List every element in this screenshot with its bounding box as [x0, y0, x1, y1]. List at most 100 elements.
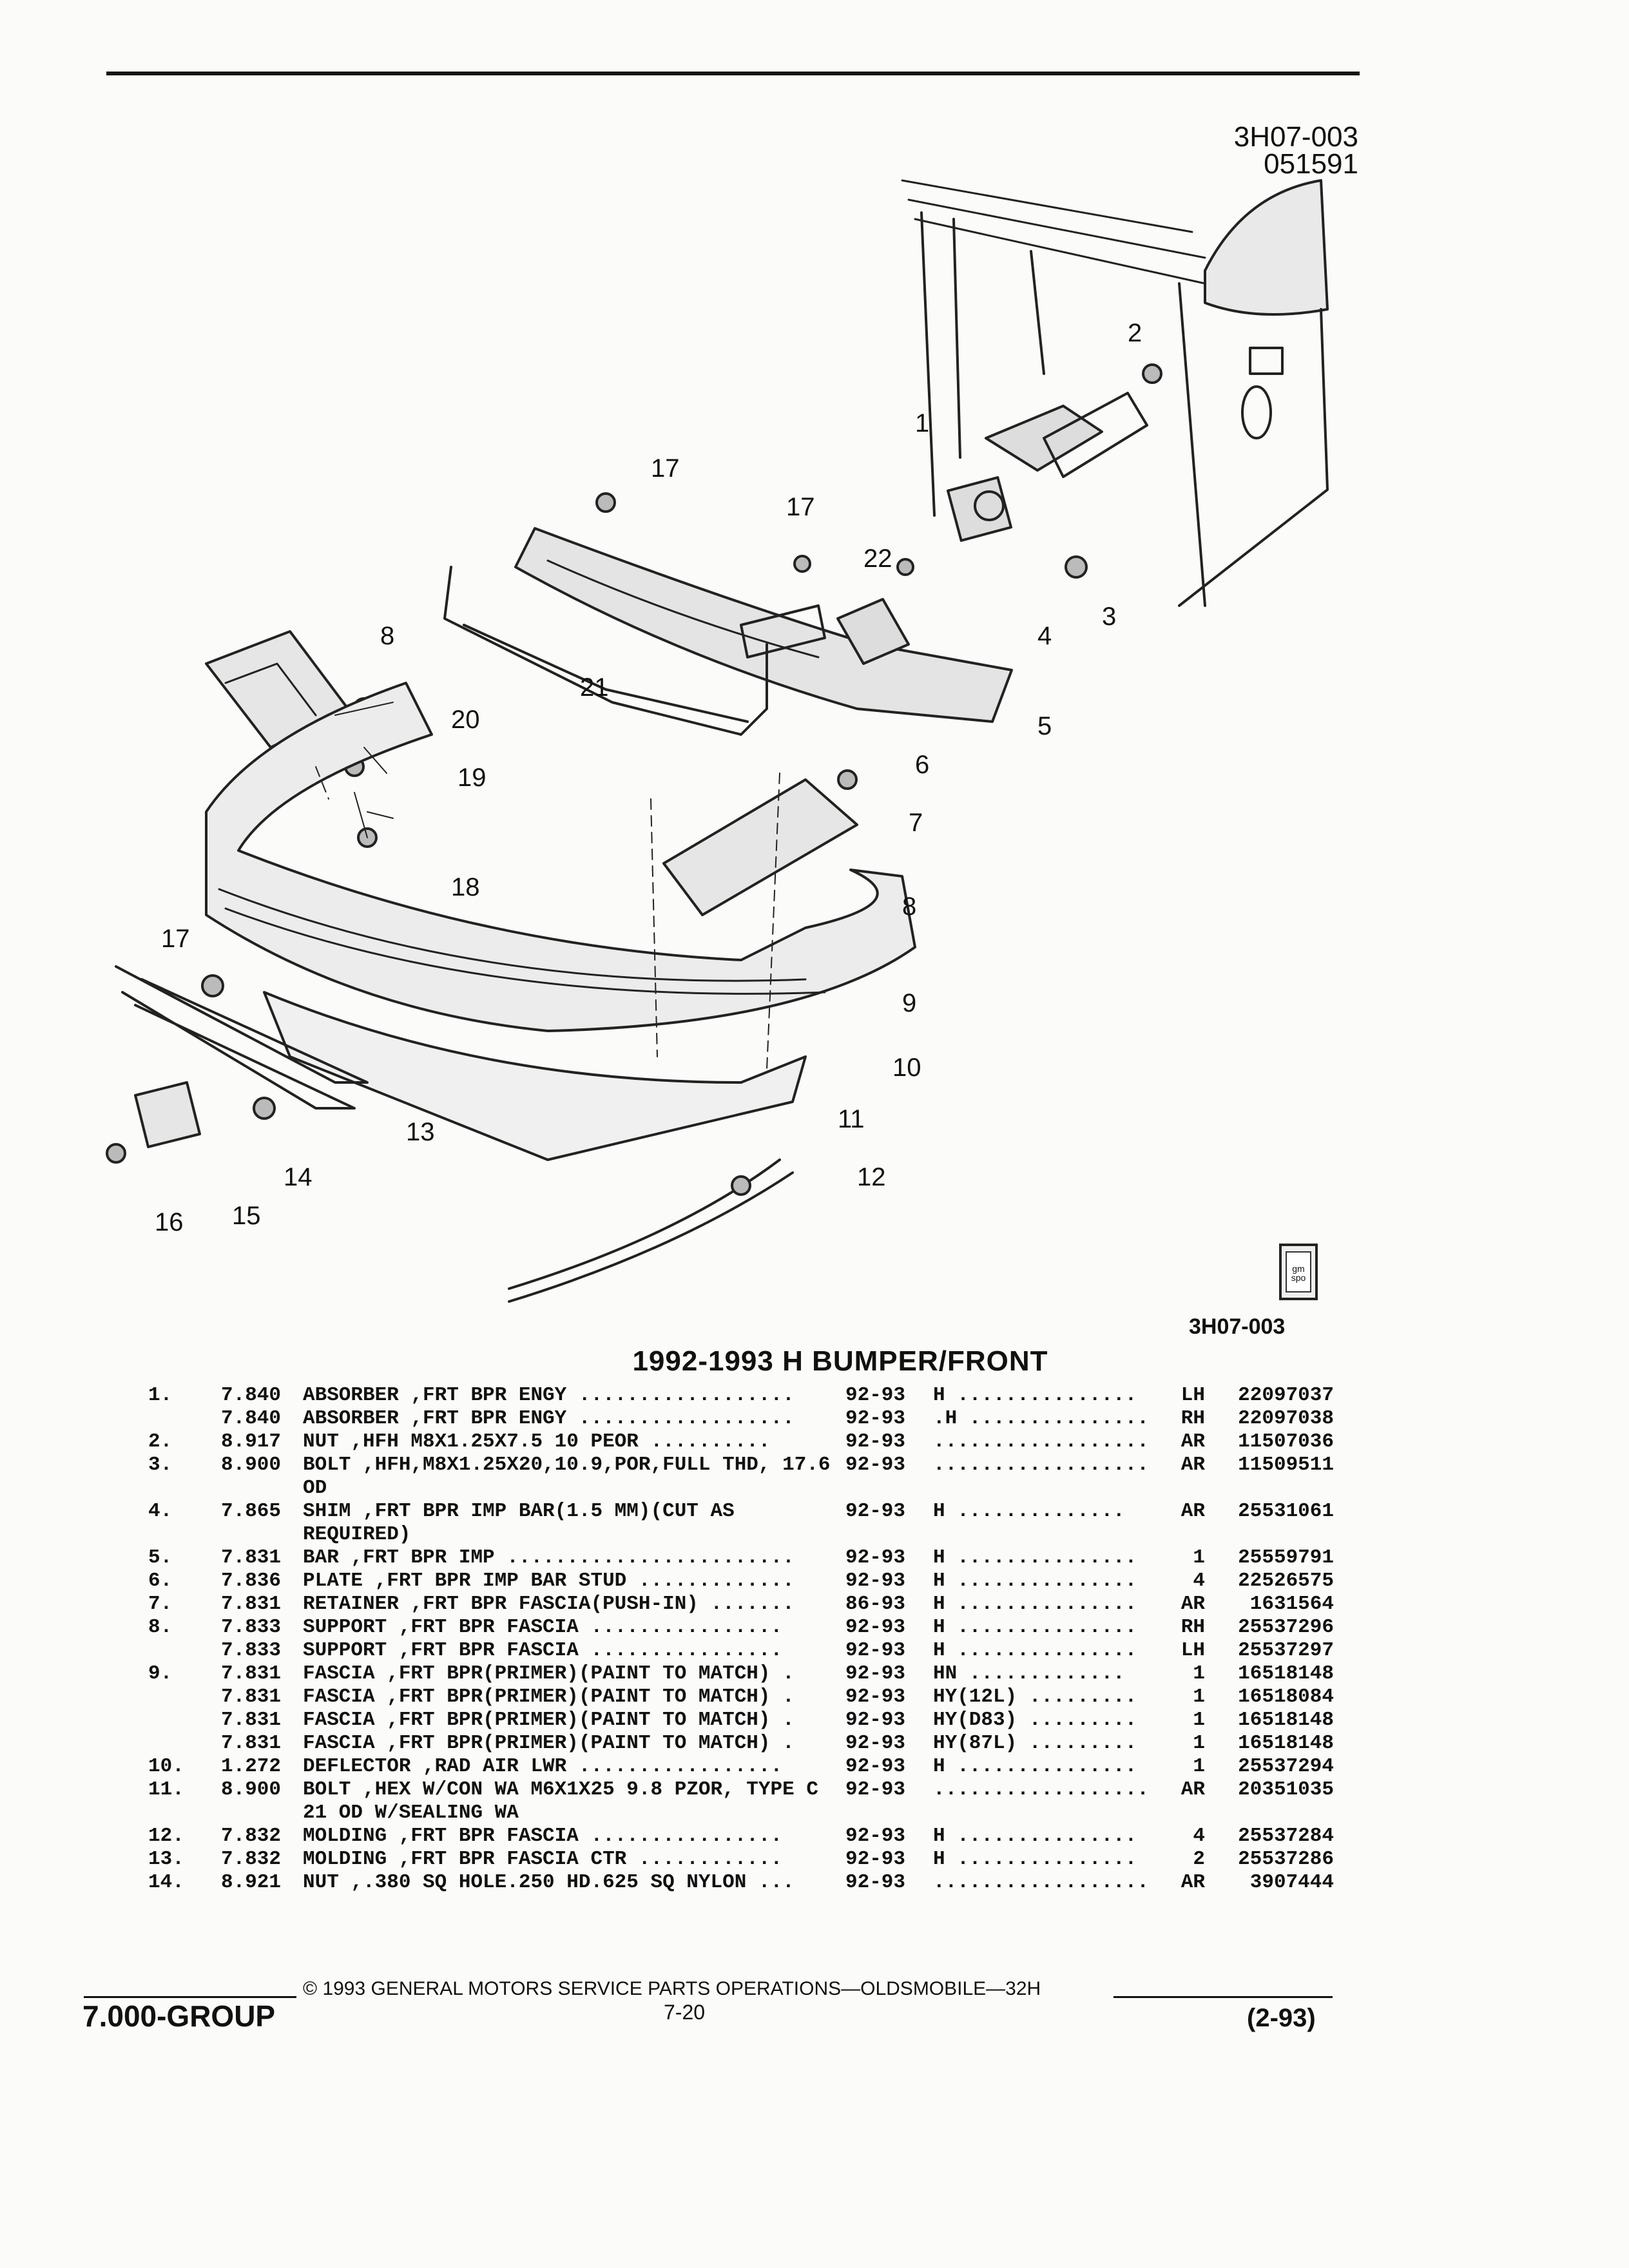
series-option: .H ...............	[933, 1407, 1149, 1430]
copyright: © 1993 GENERAL MOTORS SERVICE PARTS OPER…	[303, 1978, 1041, 1999]
group-number: 7.831	[221, 1709, 282, 1731]
part-number: 1631564	[1249, 1593, 1334, 1615]
quantity: AR	[1181, 1500, 1205, 1523]
figure-code: 3H07-003	[1233, 121, 1358, 153]
series-option: HY(12L) .........	[933, 1686, 1137, 1708]
part-number: 25537297	[1238, 1639, 1334, 1662]
quantity: AR	[1181, 1593, 1205, 1615]
series-option: ..................	[933, 1778, 1149, 1801]
series-option: HY(D83) .........	[933, 1709, 1137, 1731]
quantity: AR	[1181, 1778, 1205, 1801]
callout-11: 11	[838, 1105, 865, 1133]
item-number: 9.	[148, 1662, 173, 1685]
quantity: LH	[1181, 1384, 1205, 1407]
group-number: 8.917	[221, 1430, 282, 1453]
model-years: 92-93	[845, 1686, 906, 1708]
callout-16: 16	[155, 1208, 184, 1236]
item-number: 10.	[148, 1755, 184, 1778]
group-number: 7.832	[221, 1848, 282, 1870]
part-description: RETAINER ,FRT BPR FASCIA(PUSH-IN) ......…	[303, 1593, 795, 1615]
part-number: 16518148	[1238, 1709, 1334, 1731]
group-number: 7.831	[221, 1593, 282, 1615]
quantity: 1	[1193, 1732, 1205, 1754]
top-rule	[106, 72, 1360, 75]
quantity: RH	[1181, 1616, 1205, 1639]
series-option: H ...............	[933, 1755, 1137, 1778]
group-number: 7.831	[221, 1546, 282, 1569]
callout-1: 1	[915, 409, 929, 437]
callout-20: 20	[451, 706, 480, 734]
part-description: FASCIA ,FRT BPR(PRIMER)(PAINT TO MATCH) …	[303, 1709, 795, 1731]
model-years: 92-93	[845, 1407, 906, 1430]
group-number: 7.836	[221, 1570, 282, 1592]
revision-code: (2-93)	[1247, 2004, 1316, 2032]
item-number: 2.	[148, 1430, 173, 1453]
part-description: SUPPORT ,FRT BPR FASCIA ................	[303, 1616, 783, 1639]
callout-17-a: 17	[651, 454, 680, 483]
series-option: ..................	[933, 1871, 1149, 1894]
part-number: 16518084	[1238, 1686, 1334, 1708]
part-description: BOLT ,HFH,M8X1.25X20,10.9,POR,FULL THD, …	[303, 1454, 831, 1499]
callout-18: 18	[451, 873, 480, 901]
callout-8-right: 8	[902, 892, 916, 921]
series-option: H ...............	[933, 1570, 1137, 1592]
model-years: 92-93	[845, 1662, 906, 1685]
part-description: NUT ,HFH M8X1.25X7.5 10 PEOR ..........	[303, 1430, 771, 1453]
item-number: 7.	[148, 1593, 173, 1615]
series-option: H ...............	[933, 1593, 1137, 1615]
series-option: H ...............	[933, 1825, 1137, 1847]
gm-spo-logo: gm spo	[1279, 1244, 1318, 1300]
part-description: ABSORBER ,FRT BPR ENGY .................…	[303, 1407, 795, 1430]
part-description: ABSORBER ,FRT BPR ENGY .................…	[303, 1384, 795, 1407]
group-number: 7.833	[221, 1616, 282, 1639]
quantity: 1	[1193, 1709, 1205, 1731]
model-years: 92-93	[845, 1384, 906, 1407]
group-number: 7.832	[221, 1825, 282, 1847]
callout-19: 19	[458, 764, 487, 792]
figure-code-bottom: 3H07-003	[1189, 1314, 1286, 1339]
group-number: 7.840	[221, 1407, 282, 1430]
model-years: 92-93	[845, 1848, 906, 1870]
exploded-parts-diagram: 1 2 3 4 5 6 7 8 8 9 10 11 12 13 14 15 16…	[106, 179, 1329, 1303]
quantity: AR	[1181, 1454, 1205, 1476]
callout-15: 15	[232, 1202, 261, 1230]
part-number: 20351035	[1238, 1778, 1334, 1801]
series-option: H ...............	[933, 1384, 1137, 1407]
model-years: 92-93	[845, 1570, 906, 1592]
quantity: 2	[1193, 1848, 1205, 1870]
footer-rule-left	[84, 1996, 296, 1998]
callout-3: 3	[1102, 602, 1116, 631]
item-number: 13.	[148, 1848, 184, 1870]
callout-8-left: 8	[380, 622, 394, 650]
callout-22: 22	[863, 544, 892, 573]
callout-17-c: 17	[161, 925, 190, 953]
callout-4: 4	[1037, 622, 1052, 650]
callout-10: 10	[892, 1053, 921, 1082]
callout-14: 14	[284, 1163, 313, 1191]
part-description: NUT ,.380 SQ HOLE.250 HD.625 SQ NYLON ..…	[303, 1871, 795, 1894]
series-option: H ...............	[933, 1848, 1137, 1870]
model-years: 92-93	[845, 1639, 906, 1662]
quantity: AR	[1181, 1871, 1205, 1894]
part-number: 16518148	[1238, 1662, 1334, 1685]
group-number: 7.833	[221, 1639, 282, 1662]
quantity: LH	[1181, 1639, 1205, 1662]
part-description: DEFLECTOR ,RAD AIR LWR .................	[303, 1755, 783, 1778]
group-number: 8.900	[221, 1454, 282, 1476]
section-title: 1992-1993 H BUMPER/FRONT	[632, 1345, 1048, 1377]
series-option: H ...............	[933, 1546, 1137, 1569]
part-number: 11507036	[1238, 1430, 1334, 1453]
series-option: H ...............	[933, 1616, 1137, 1639]
group-number: 7.831	[221, 1686, 282, 1708]
quantity: RH	[1181, 1407, 1205, 1430]
